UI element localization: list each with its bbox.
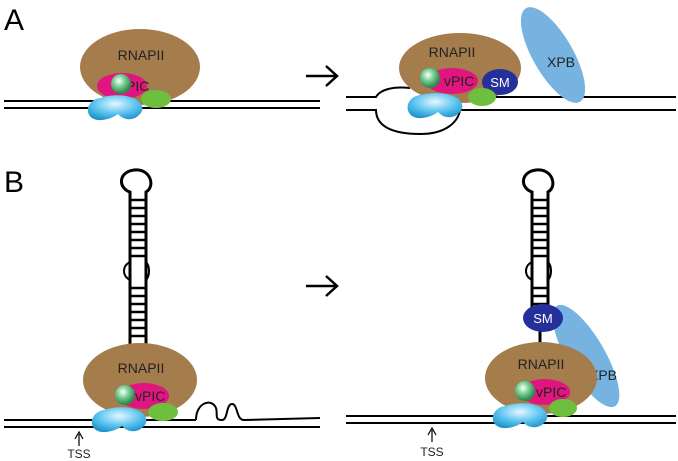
vpic-label: vPIC xyxy=(444,73,474,89)
arrow-a xyxy=(306,65,339,87)
rna-hairpin xyxy=(120,168,153,360)
rnapii-label: RNAPII xyxy=(518,356,565,372)
green-sphere xyxy=(111,74,131,94)
sm-shape xyxy=(523,304,563,332)
dna-bubble xyxy=(346,109,676,136)
green-sphere xyxy=(420,68,440,88)
sm-label: SM xyxy=(533,311,553,326)
hairpin-rungs xyxy=(532,198,548,306)
green-factor xyxy=(549,399,577,417)
rnapii-label: RNAPII xyxy=(118,47,165,63)
tss-arrow xyxy=(427,426,437,442)
green-sphere xyxy=(115,385,135,405)
panel-b-after: XPB SM RNAPII vPIC TSS xyxy=(346,168,676,459)
blue-factor xyxy=(407,93,463,119)
hairpin-rungs xyxy=(130,198,146,338)
rnapii-shape xyxy=(485,342,597,414)
green-sphere xyxy=(515,381,535,401)
panel-b-letter: B xyxy=(4,166,24,199)
sm-shape xyxy=(482,69,518,95)
rnapii-label: RNAPII xyxy=(429,44,476,60)
xpb-label: XPB xyxy=(547,54,575,70)
vpic-label: vPIC xyxy=(536,384,566,400)
vpic-label: vPIC xyxy=(135,388,165,404)
green-factor xyxy=(141,90,171,108)
rna-hairpin xyxy=(522,168,555,312)
panel-a-before: RNAPII vPIC xyxy=(4,29,320,121)
panel-b-before: RNAPII vPIC TSS xyxy=(4,168,321,461)
panel-a-after: XPB RNAPII vPIC SM xyxy=(346,7,676,136)
arrow-b xyxy=(306,275,339,297)
dna-loop xyxy=(195,401,321,422)
panel-a-letter: A xyxy=(4,4,24,37)
rnapii-label: RNAPII xyxy=(118,360,165,376)
tss-label: TSS xyxy=(420,445,443,459)
hairpin-bulge xyxy=(525,261,552,281)
sm-label: SM xyxy=(490,75,510,90)
blue-factor xyxy=(91,407,147,433)
green-factor xyxy=(468,88,496,106)
xpb-shape xyxy=(520,7,586,103)
tss-label: TSS xyxy=(67,447,90,461)
xpb-shape xyxy=(552,304,620,408)
tss-arrow xyxy=(74,430,84,446)
blue-factor xyxy=(492,403,548,429)
blue-factor xyxy=(87,95,143,121)
green-factor xyxy=(148,403,178,421)
hairpin-bulge xyxy=(123,261,150,281)
